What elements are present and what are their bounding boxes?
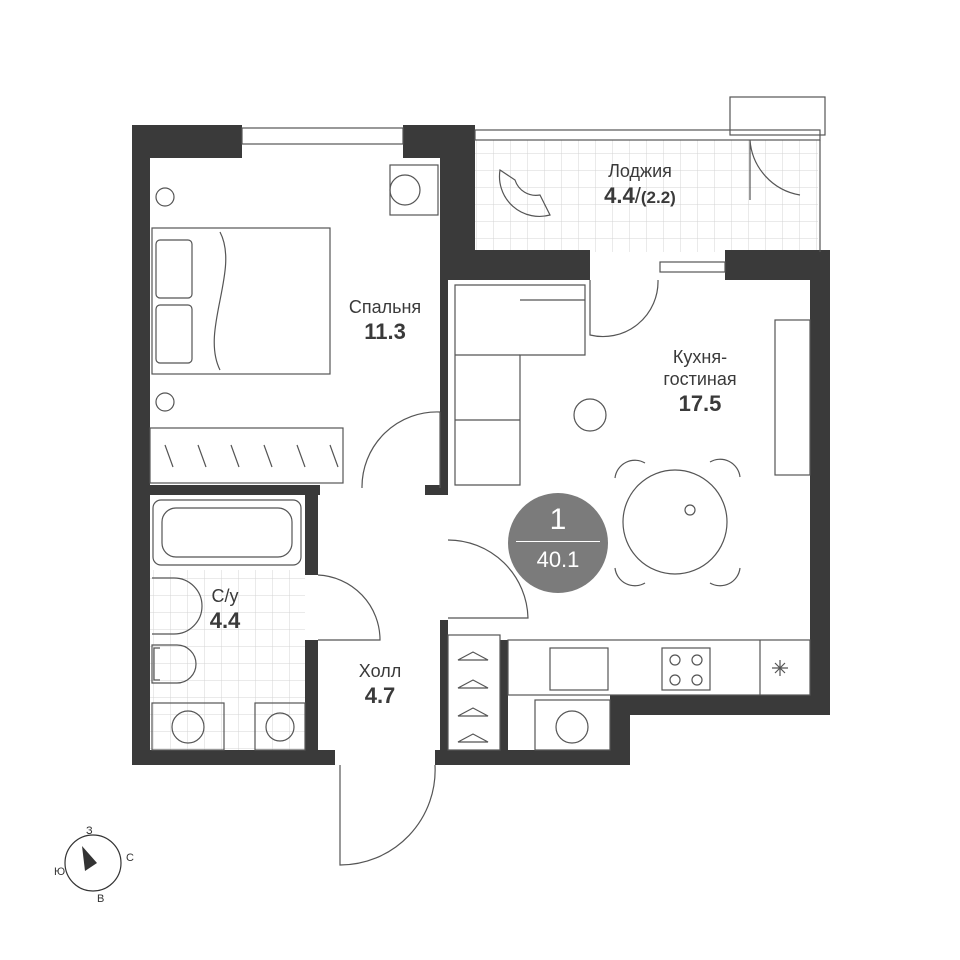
walls bbox=[132, 125, 830, 765]
bedroom-door bbox=[361, 411, 441, 489]
fridge-icon bbox=[772, 660, 788, 676]
bathroom-floor bbox=[150, 570, 305, 750]
desk-chair bbox=[389, 174, 421, 206]
hall-closet bbox=[447, 634, 501, 751]
room-loggia: Лоджия 4.4/(2.2) bbox=[604, 161, 676, 208]
room-name: Спальня bbox=[348, 297, 422, 317]
room-bathroom: С/у 4.4 bbox=[210, 585, 241, 635]
coffee-table bbox=[573, 398, 607, 432]
room-name: гостиная bbox=[663, 369, 737, 389]
dining-table bbox=[622, 469, 728, 575]
entrance-door bbox=[339, 764, 436, 866]
room-area: 4.4 bbox=[209, 608, 241, 633]
room-name: Холл bbox=[358, 661, 402, 681]
badge-divider bbox=[516, 541, 600, 542]
compass-north-label: С bbox=[126, 852, 134, 864]
kitchen-window bbox=[659, 261, 726, 273]
room-hall: Холл 4.7 bbox=[359, 660, 401, 710]
summary-badge: 1 40.1 bbox=[508, 493, 608, 593]
room-area: 11.3 bbox=[364, 319, 406, 344]
nightstand-lamp bbox=[155, 187, 175, 207]
bedroom-window bbox=[241, 127, 404, 145]
loggia-door bbox=[749, 139, 801, 200]
room-area: 17.5 bbox=[678, 391, 722, 416]
bathroom-sink bbox=[152, 577, 203, 635]
compass-south-label: Ю bbox=[54, 866, 66, 878]
room-name: Кухня- bbox=[672, 347, 728, 367]
compass-west-label: З bbox=[86, 825, 93, 837]
dishwasher bbox=[534, 699, 611, 751]
room-name: Лоджия bbox=[608, 161, 672, 181]
room-kitchen-living: Кухня- гостиная 17.5 bbox=[663, 346, 736, 418]
room-area-reduced: (2.2) bbox=[640, 188, 676, 207]
loggia-floor bbox=[475, 140, 818, 252]
washing-machine bbox=[151, 702, 225, 751]
balcony-frame bbox=[729, 96, 826, 136]
room-bedroom: Спальня 11.3 bbox=[349, 296, 421, 346]
cooktop bbox=[661, 647, 711, 691]
sofa bbox=[454, 284, 586, 486]
kitchen-door bbox=[589, 279, 659, 338]
bathroom-door bbox=[317, 574, 381, 641]
compass-arrow-icon bbox=[82, 846, 97, 871]
total-area: 40.1 bbox=[536, 547, 580, 572]
kitchen-counter bbox=[507, 639, 811, 696]
water-heater bbox=[254, 702, 306, 751]
toilet bbox=[151, 644, 197, 684]
bathtub bbox=[152, 499, 302, 566]
tv-unit bbox=[774, 319, 811, 476]
kitchen-hall-door bbox=[447, 539, 529, 619]
rooms-count: 1 bbox=[549, 503, 567, 536]
wardrobe bbox=[149, 427, 344, 484]
kitchen-sink bbox=[549, 647, 609, 691]
loggia-armchair bbox=[498, 168, 551, 218]
bed bbox=[151, 227, 331, 375]
room-area: 4.7 bbox=[364, 683, 396, 708]
compass-east-label: В bbox=[97, 893, 105, 905]
room-name: С/у bbox=[211, 586, 239, 606]
compass-icon bbox=[64, 834, 122, 892]
room-area: 4.4 bbox=[604, 183, 635, 208]
